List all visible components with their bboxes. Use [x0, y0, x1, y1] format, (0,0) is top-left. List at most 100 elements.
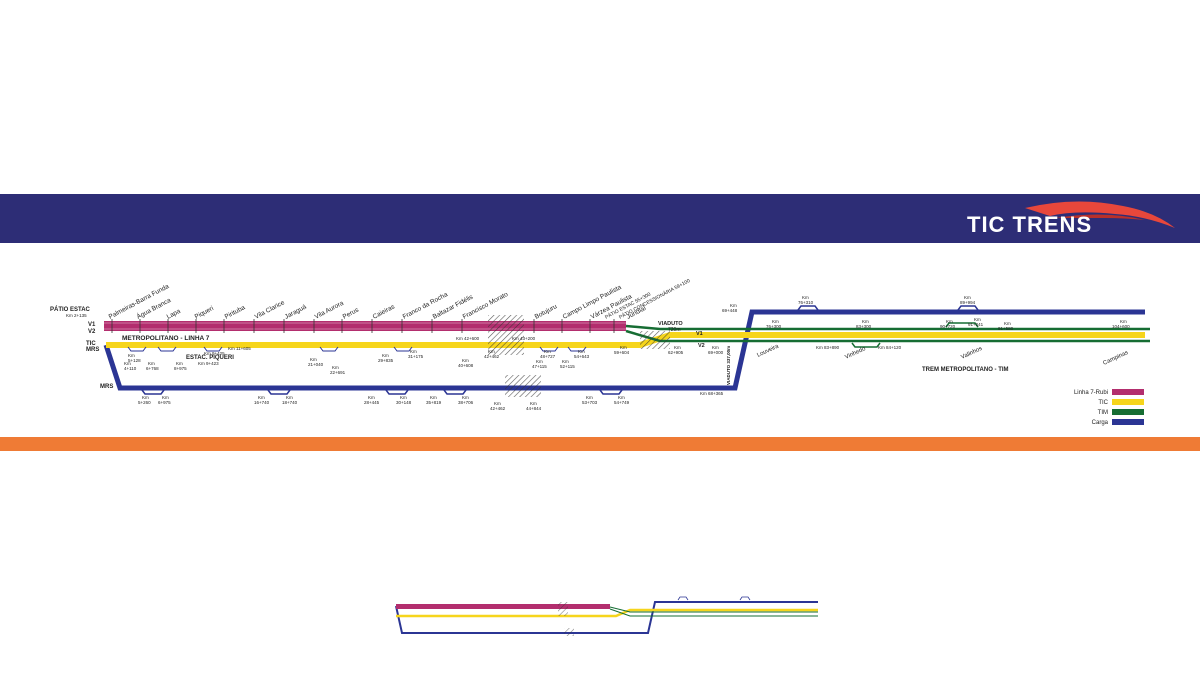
metropolitano-label: METROPOLITANO - LINHA 7	[122, 335, 210, 342]
legend-swatch	[1112, 389, 1144, 395]
svg-text:6+975: 6+975	[158, 400, 171, 405]
svg-text:22+691: 22+691	[330, 370, 346, 375]
svg-text:35+819: 35+819	[426, 400, 442, 405]
svg-text:Km 68+365: Km 68+365	[700, 391, 724, 396]
tim-track-v1	[625, 324, 1150, 331]
svg-text:Km: Km	[176, 361, 183, 366]
svg-text:Km 42+600: Km 42+600	[456, 336, 480, 341]
svg-text:Vinhedo: Vinhedo	[844, 346, 867, 361]
mrs-platform-marks	[141, 305, 979, 395]
svg-text:Km: Km	[162, 395, 169, 400]
logo-swoosh-dark-icon	[1055, 214, 1145, 220]
svg-text:Km: Km	[544, 349, 551, 354]
svg-text:Km: Km	[712, 345, 719, 350]
svg-text:Km 83+890: Km 83+890	[816, 345, 840, 350]
svg-text:Km: Km	[368, 395, 375, 400]
tim-station-names: Louveira Vinhedo Valinhos Campinas	[756, 343, 1129, 366]
tic-label: TIC	[86, 341, 96, 347]
svg-text:42+462: 42+462	[490, 406, 506, 411]
tic-trens-logo: TIC TRENS	[967, 201, 1175, 237]
svg-text:31+175: 31+175	[408, 354, 424, 359]
svg-text:Piqueri: Piqueri	[194, 305, 215, 321]
svg-text:91+241: 91+241	[968, 322, 984, 327]
crossing-hatch-2	[505, 375, 541, 397]
v1-label: V1	[88, 322, 96, 328]
svg-text:Km: Km	[310, 357, 317, 362]
svg-text:Botujuru: Botujuru	[534, 303, 559, 321]
svg-text:Km: Km	[730, 303, 737, 308]
svg-text:4+110: 4+110	[124, 366, 137, 371]
logo-swoosh-icon	[1025, 201, 1175, 228]
tic-km-labels: Km5+128 Km4+110 Km6+768 Km8+975 Km 9+425…	[124, 336, 724, 375]
legend-swatch	[1112, 419, 1144, 425]
svg-text:Km: Km	[620, 345, 627, 350]
svg-text:54+749: 54+749	[614, 400, 630, 405]
svg-text:76+310: 76+310	[798, 300, 814, 305]
svg-text:47+115: 47+115	[532, 364, 547, 369]
svg-text:Km: Km	[1004, 321, 1011, 326]
svg-text:Km: Km	[462, 358, 469, 363]
svg-text:69+000: 69+000	[708, 350, 724, 355]
svg-text:Km: Km	[964, 295, 971, 300]
svg-text:Km: Km	[286, 395, 293, 400]
legend-label: TIC	[1098, 400, 1108, 406]
svg-text:42+462: 42+462	[484, 354, 500, 359]
svg-text:Km 43+200: Km 43+200	[512, 336, 536, 341]
svg-text:8+975: 8+975	[174, 366, 187, 371]
svg-text:29+835: 29+835	[378, 358, 394, 363]
svg-text:Km: Km	[1120, 319, 1127, 324]
svg-text:Perus: Perus	[342, 306, 361, 321]
svg-text:59+604: 59+604	[614, 350, 630, 355]
svg-text:Vila Aurora: Vila Aurora	[314, 300, 346, 321]
svg-text:Km: Km	[488, 349, 495, 354]
svg-text:28+445: 28+445	[364, 400, 380, 405]
svg-text:Km: Km	[946, 319, 953, 324]
railway-diagram: PÁTIO ESTAC Km 2+135 V1 V2 TIC MRS MRS V…	[0, 243, 1200, 442]
svg-text:6+768: 6+768	[146, 366, 159, 371]
svg-text:Km 9+423: Km 9+423	[198, 361, 219, 366]
svg-text:Km: Km	[862, 319, 869, 324]
v1-right-label: V1	[696, 331, 703, 337]
svg-text:104+600: 104+600	[1112, 324, 1130, 329]
svg-text:53+703: 53+703	[582, 400, 598, 405]
svg-text:Km: Km	[124, 361, 131, 366]
footer-band	[0, 437, 1200, 451]
svg-text:52+115: 52+115	[560, 364, 575, 369]
tim-line-label: TREM METROPOLITANO - TIM	[922, 367, 1009, 373]
svg-text:Km: Km	[586, 395, 593, 400]
l7-station-ticks	[111, 319, 615, 333]
v2-label: V2	[88, 329, 96, 335]
legend: Linha 7-Rubi TIC TIM Carga	[1074, 389, 1144, 426]
svg-text:Pirituba: Pirituba	[224, 304, 247, 321]
svg-text:Valinhos: Valinhos	[960, 346, 983, 361]
svg-text:48+727: 48+727	[540, 354, 556, 359]
linha7-track	[104, 321, 626, 331]
v2-right-label: V2	[698, 343, 705, 349]
svg-text:91+580: 91+580	[998, 326, 1014, 331]
svg-text:69+448: 69+448	[722, 308, 738, 313]
svg-text:Lapa: Lapa	[166, 308, 182, 321]
svg-text:Jaraguá: Jaraguá	[284, 303, 308, 320]
crossing-hatch-1	[488, 315, 524, 355]
svg-text:Km: Km	[382, 353, 389, 358]
svg-text:18+740: 18+740	[282, 400, 298, 405]
svg-text:44+844: 44+844	[526, 406, 542, 411]
viaduto-hatch	[640, 331, 670, 349]
svg-text:Km: Km	[430, 395, 437, 400]
l7-station-names: Palmeiras-Barra Funda Água Branca Lapa P…	[108, 277, 692, 321]
svg-text:90+720: 90+720	[940, 324, 956, 329]
svg-text:Km: Km	[258, 395, 265, 400]
svg-text:40+608: 40+608	[458, 363, 474, 368]
svg-text:76+300: 76+300	[766, 324, 782, 329]
patio-estac-label: PÁTIO ESTAC	[50, 306, 91, 313]
svg-text:Km: Km	[128, 353, 135, 358]
svg-text:Km: Km	[772, 319, 779, 324]
svg-text:54+643: 54+643	[574, 354, 590, 359]
svg-text:Km: Km	[674, 345, 681, 350]
legend-label: Carga	[1092, 420, 1109, 426]
svg-text:21+040: 21+040	[308, 362, 324, 367]
svg-text:16+740: 16+740	[254, 400, 270, 405]
